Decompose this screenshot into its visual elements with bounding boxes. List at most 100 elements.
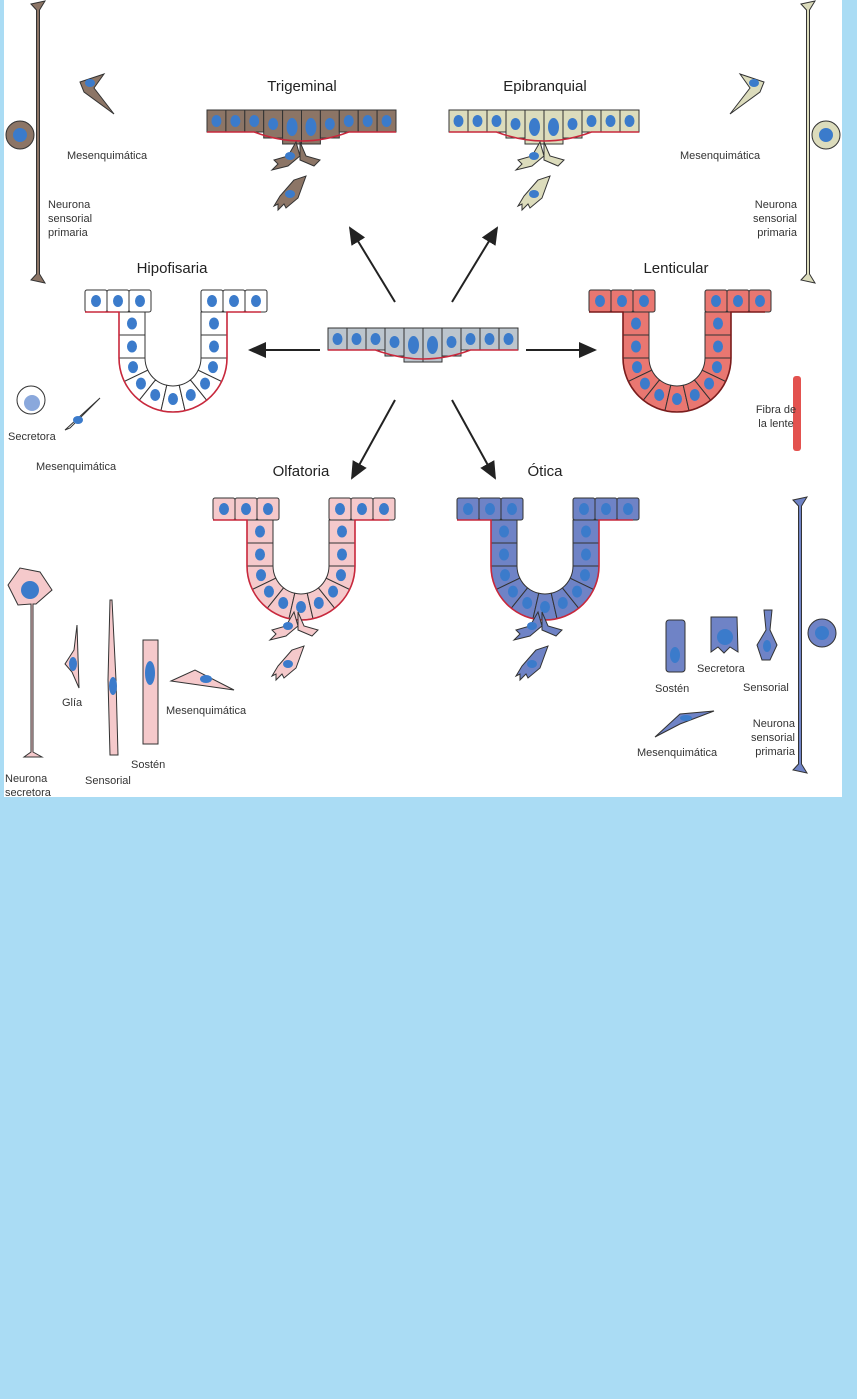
nucleus [484,333,495,345]
nucleus [557,596,568,609]
nucleus [623,503,633,515]
otic-derivatives [654,609,778,738]
nucleus [713,340,723,353]
label-trig-neuron-2: sensorial [48,213,92,225]
nucleus [362,115,373,127]
arrow [451,226,499,303]
sensory-hair-cell [756,609,778,661]
nucleus [595,295,605,307]
label-ot-mesenquimatica: Mesenquimática [637,747,718,759]
nucleus [285,190,295,198]
nucleus [389,336,400,348]
nucleus [670,647,680,663]
nucleus [713,317,723,330]
nucleus [463,503,473,515]
nucleus [527,622,537,630]
label-olf-mesenquimatica: Mesenquimática [166,705,247,717]
nucleus [249,115,260,127]
epibranquial-neuron [800,0,841,284]
hipofisaria-placode [84,289,268,413]
otica-placode [456,497,640,621]
nucleus [453,115,464,127]
nucleus [579,503,589,515]
nucleus [579,569,590,582]
nucleus [581,548,591,561]
nucleus [680,715,692,721]
mesenchymal-cell [79,73,115,115]
nucleus [286,118,298,136]
nucleus [209,317,219,330]
title-trigeminal: Trigeminal [267,78,336,95]
nucleus [251,295,261,307]
nucleus [263,503,273,515]
label-ot-neuron-2: sensorial [751,732,795,744]
label-olf-sensorial: Sensorial [85,775,131,787]
trigeminal-neuron [5,0,47,284]
nucleus [631,317,641,330]
nucleus [268,118,279,130]
nucleus [127,317,137,330]
migrating-cell [297,611,319,637]
basal-lamina [589,311,765,413]
nucleus [209,340,219,353]
nucleus [150,388,161,401]
label-epi-neuron-3: primaria [757,227,798,239]
nucleus [370,333,381,345]
title-epibranquial: Epibranquial [503,78,586,95]
title-otica: Ótica [527,463,563,480]
epibranquial-mesenchymal-cell [729,73,765,115]
nucleus [639,295,649,307]
support-cell [665,619,686,673]
nucleus [283,660,293,668]
nucleus [200,675,212,683]
nucleus [540,601,550,613]
label-lens-fiber-2: la lente [758,418,793,430]
nucleus [601,503,611,515]
label-trig-neuron-3: primaria [48,227,89,239]
nucleus [632,361,643,374]
nucleus [332,333,343,345]
label-hipo-secretora: Secretora [8,431,57,443]
secretory-neuron [7,567,53,758]
nucleus [145,661,155,685]
olfactory-derivatives [7,567,235,758]
label-trig-mesenquimatica: Mesenquimática [67,150,148,162]
arrow [351,399,396,480]
label-olf-glia: Glía [62,697,83,709]
nucleus [91,295,101,307]
nucleus [230,115,241,127]
nucleus [581,525,591,538]
label-hipo-mesenquimatica: Mesenquimática [36,461,117,473]
nucleus [639,377,650,390]
nucleus [733,295,743,307]
nucleus [379,503,389,515]
nucleus [605,115,616,127]
neuron-axon [30,0,47,284]
nucleus [672,393,682,405]
nucleus [624,115,635,127]
nucleus [749,79,759,87]
nucleus [337,525,347,538]
preplacodal-ectoderm [327,327,519,363]
nucleus [200,377,211,390]
nucleus [529,118,540,136]
nucleus [207,295,217,307]
nucleus [631,340,641,353]
nucleus [491,115,502,127]
nucleus [278,596,289,609]
label-ot-secretora: Secretora [697,663,746,675]
nucleus [357,503,367,515]
nucleus [711,295,721,307]
nucleus [499,548,509,561]
mesenchymal-cell [64,397,101,431]
nucleus [485,503,495,515]
nucleus [335,503,345,515]
placode-diagram: Trigeminal Epibranquial Hipofisaria Lent… [5,0,841,799]
label-lens-fiber-1: Fibra de [756,404,796,416]
nucleus [128,361,139,374]
nucleus [586,115,597,127]
nucleus [324,118,335,130]
nucleus [343,115,354,127]
label-epi-mesenquimatica: Mesenquimática [680,150,761,162]
nucleus [21,581,39,599]
